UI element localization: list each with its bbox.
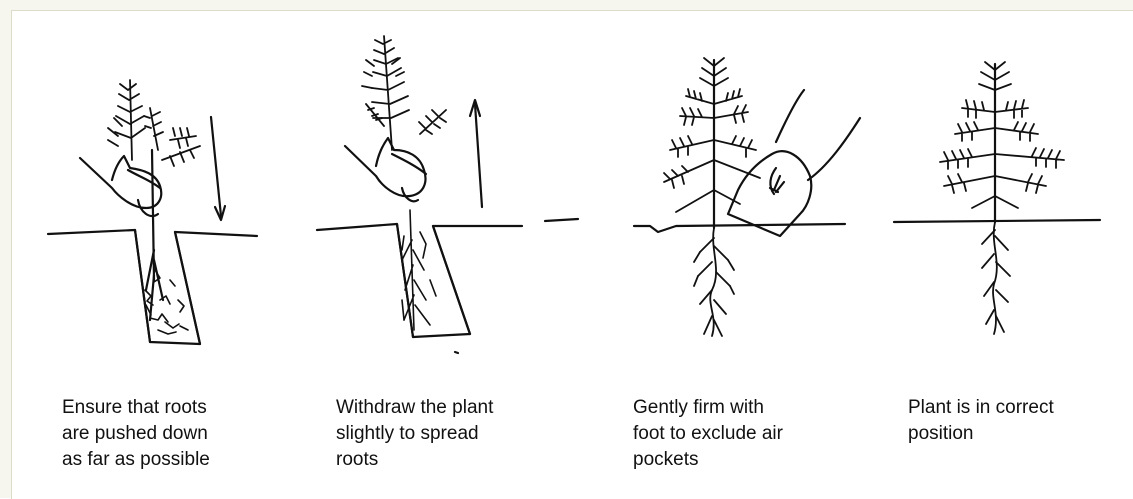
ground-line: [894, 220, 1100, 222]
caption-line: foot to exclude air: [633, 421, 863, 447]
caption-line: Plant is in correct: [908, 395, 1133, 421]
caption-line: pockets: [633, 447, 863, 473]
ground-line: [634, 224, 845, 232]
step-4-illustration: [894, 62, 1100, 334]
arrow-down: [211, 117, 221, 216]
caption-step-3: Gently firm with foot to exclude air poc…: [633, 395, 863, 473]
roots: [694, 228, 734, 336]
step-1-illustration: [48, 80, 257, 344]
tree: [362, 36, 446, 150]
caption-step-4: Plant is in correct position: [908, 395, 1133, 447]
arrow-up: [475, 104, 482, 207]
caption-line: position: [908, 421, 1133, 447]
caption-line: Ensure that roots: [62, 395, 292, 421]
boot: [728, 151, 811, 236]
caption-line: Withdraw the plant: [336, 395, 566, 421]
leg: [776, 90, 860, 180]
tree: [940, 62, 1064, 208]
caption-step-1: Ensure that roots are pushed down as far…: [62, 395, 292, 473]
caption-step-2: Withdraw the plant slightly to spread ro…: [336, 395, 566, 473]
caption-line: are pushed down: [62, 421, 292, 447]
caption-line: roots: [336, 447, 566, 473]
caption-line: as far as possible: [62, 447, 292, 473]
step-3-illustration: [634, 58, 860, 336]
hand: [345, 138, 425, 196]
caption-line: slightly to spread: [336, 421, 566, 447]
caption-line: Gently firm with: [633, 395, 863, 421]
spread-roots: [402, 210, 436, 330]
tree: [664, 58, 760, 212]
ground-line: [317, 224, 522, 337]
roots: [982, 222, 1010, 334]
tree: [108, 80, 200, 166]
step-2-illustration: [317, 36, 578, 353]
